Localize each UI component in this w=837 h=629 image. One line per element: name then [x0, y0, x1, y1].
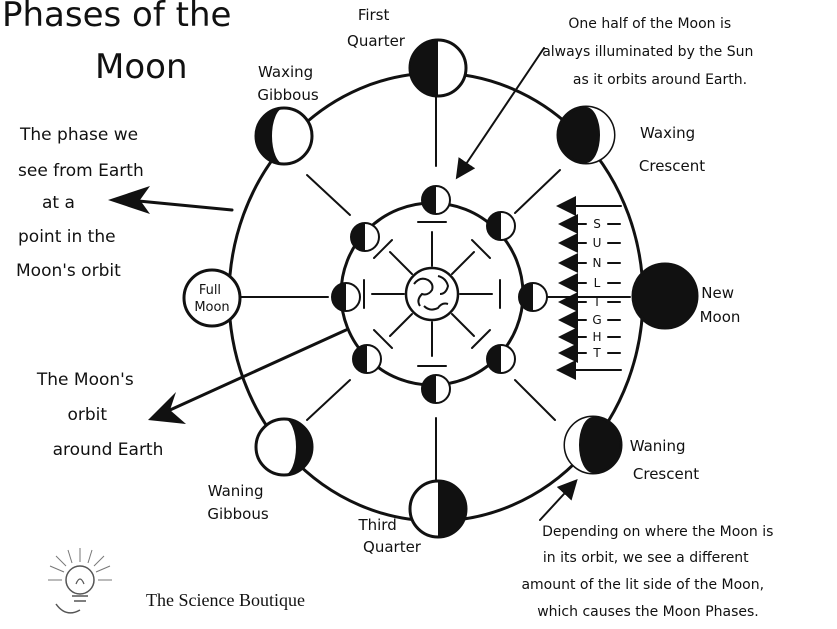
waning-crescent-moon-icon: [565, 417, 621, 473]
sunlight-letters: S U N L I G H T: [592, 217, 601, 360]
arrow-orbit-line: [170, 330, 346, 410]
sun-letter: I: [595, 295, 599, 309]
inner-moon-upper-left: [351, 223, 379, 251]
sun-letter: T: [592, 346, 601, 360]
title-line-2: Moon: [95, 47, 188, 87]
full-moon-icon: [184, 270, 240, 326]
label-waning-gibbous: Waning Gibbous: [207, 482, 269, 523]
sun-letter: H: [592, 330, 601, 344]
label-waxing-crescent: Waxing Crescent: [639, 124, 705, 175]
third-quarter-moon-icon: [410, 481, 466, 537]
waxing-crescent-moon-icon: [558, 107, 614, 163]
inner-moon-bottom: [422, 375, 450, 403]
label-waxing-gibbous: Waxing Gibbous: [257, 63, 319, 104]
waxing-gibbous-moon-icon: [256, 108, 312, 164]
inner-moon-lower-left: [353, 345, 381, 373]
new-moon-icon: [633, 264, 697, 328]
note-depending: Depending on where the Moon is in its or…: [521, 524, 777, 620]
inner-moon-top: [422, 186, 450, 214]
label-waning-crescent: Waning Crescent: [630, 437, 700, 483]
earth-icon: [406, 268, 458, 320]
sun-letter: U: [593, 236, 602, 250]
inner-moon-right: [519, 283, 547, 311]
note-half-lit: One half of the Moon is always illuminat…: [542, 16, 758, 88]
sun-letter: L: [594, 276, 601, 290]
inner-moon-left: [332, 283, 360, 311]
sun-letter: N: [593, 256, 602, 270]
arrow-phase-seen-head: [108, 186, 150, 214]
title-line-1: Phases of the: [2, 0, 231, 35]
first-quarter-moon-icon: [410, 40, 466, 96]
label-new-moon: New Moon: [700, 284, 741, 326]
label-first-quarter: First Quarter: [347, 6, 406, 50]
lightbulb-icon: [48, 548, 112, 613]
sunlight-arrows: [560, 206, 621, 370]
arrow-orbit-head: [148, 392, 186, 424]
note-orbit: The Moon's orbit around Earth: [36, 370, 163, 460]
sun-letter: S: [593, 217, 601, 231]
arrow-half-lit: [458, 48, 544, 176]
logo-text: The Science Boutique: [146, 590, 305, 610]
inner-moon-lower-right: [487, 345, 515, 373]
waning-gibbous-moon-icon: [256, 419, 312, 475]
sun-letter: G: [592, 313, 601, 327]
inner-moon-upper-right: [487, 212, 515, 240]
